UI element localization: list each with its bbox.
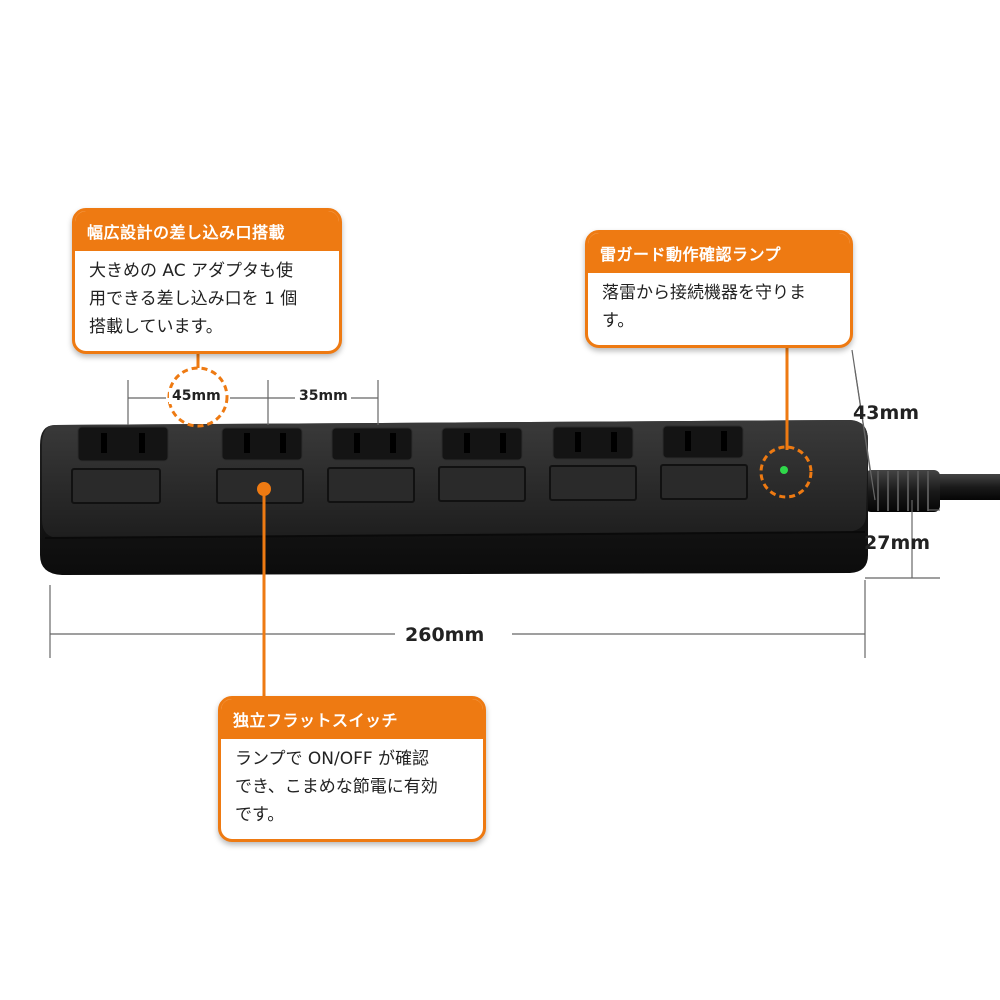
outlet-5 — [552, 426, 634, 460]
switch-1[interactable] — [71, 468, 161, 504]
callout-flat-switch: 独立フラットスイッチ ランプで ON/OFF が確認 でき、こまめな節電に有効 … — [218, 696, 486, 842]
callout-flat-switch-body: ランプで ON/OFF が確認 でき、こまめな節電に有効 です。 — [235, 749, 438, 825]
lightning-guard-lamp — [780, 466, 788, 474]
callout-flat-switch-title: 独立フラットスイッチ — [221, 699, 483, 739]
dimension-height: 43mm — [853, 402, 920, 424]
callout-wide-outlet-body: 大きめの AC アダプタも使 用できる差し込み口を 1 個 搭載しています。 — [89, 261, 298, 337]
callout-wide-outlet-title: 幅広設計の差し込み口搭載 — [75, 211, 339, 251]
lamp-highlight-ring — [759, 445, 813, 499]
outlet-6 — [662, 425, 744, 459]
switch-5[interactable] — [549, 465, 637, 501]
dimension-length: 260mm — [405, 624, 485, 646]
switch-6[interactable] — [660, 464, 748, 500]
switch-3[interactable] — [327, 467, 415, 503]
callout-lightning-lamp-body: 落雷から接続機器を守りま す。 — [602, 283, 806, 331]
outlet-4 — [441, 427, 523, 461]
dimension-lines — [49, 349, 940, 658]
callout-wide-outlet: 幅広設計の差し込み口搭載 大きめの AC アダプタも使 用できる差し込み口を 1… — [72, 208, 342, 354]
outlet-2 — [221, 427, 303, 461]
power-cord — [865, 470, 1000, 512]
dimension-wide-pitch: 45mm — [169, 388, 224, 404]
dimension-pitch: 35mm — [296, 388, 351, 404]
callout-lightning-lamp-title: 雷ガード動作確認ランプ — [588, 233, 850, 273]
dimension-thickness: 27mm — [864, 532, 931, 554]
switch-4[interactable] — [438, 466, 526, 502]
outlet-3 — [331, 427, 413, 461]
callout-lightning-lamp: 雷ガード動作確認ランプ 落雷から接続機器を守りま す。 — [585, 230, 853, 348]
switch-pointer-dot — [257, 482, 271, 496]
outlet-1 — [77, 426, 169, 462]
outlet-group — [71, 425, 748, 504]
